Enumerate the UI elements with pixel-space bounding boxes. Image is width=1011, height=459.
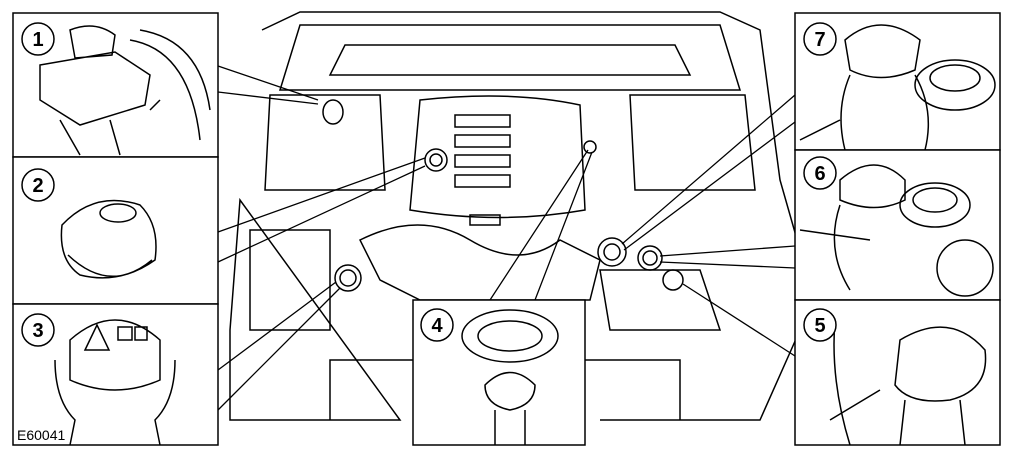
- callout-2-number: 2: [32, 175, 43, 197]
- callout-7: [803, 22, 837, 56]
- figure-reference: E60041: [15, 427, 68, 443]
- callout-1: [21, 22, 55, 56]
- callout-5-number: 5: [814, 315, 825, 337]
- callout-6: [803, 156, 837, 190]
- engine-bay-illustration: [229, 11, 801, 421]
- callout-3: [21, 313, 55, 347]
- callout-5: [803, 308, 837, 342]
- callout-1-number: 1: [32, 29, 43, 51]
- callout-4-number: 4: [431, 315, 443, 337]
- callout-6-number: 6: [814, 163, 825, 185]
- callout-3-number: 3: [32, 320, 43, 342]
- callout-4: [420, 308, 454, 342]
- callout-7-number: 7: [814, 29, 825, 51]
- leader-lines: [217, 65, 796, 411]
- callout-2: [21, 168, 55, 202]
